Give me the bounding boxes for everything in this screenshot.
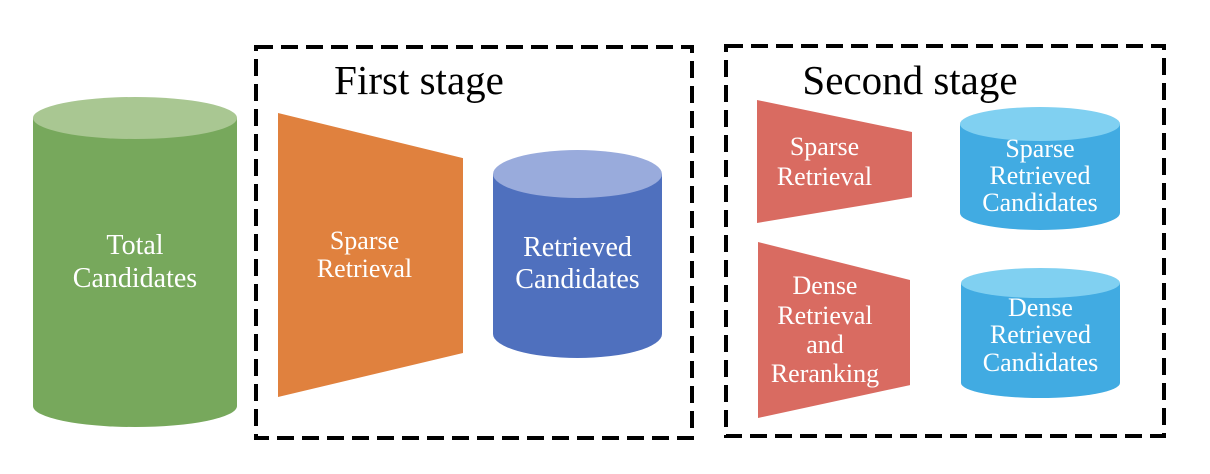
first-stage-outline — [254, 45, 694, 440]
first-stage-sparse-retrieval-funnel: Sparse Retrieval — [278, 113, 463, 397]
dense-retrieval-reranking-funnel: Dense Retrieval and Reranking — [758, 242, 910, 418]
cylinder-body — [960, 124, 1120, 230]
sparse-retrieval-label: Sparse Retrieval — [316, 225, 413, 283]
retrieved-candidates-label: Retrieved Candidates — [515, 232, 640, 295]
cylinder-body — [33, 118, 237, 427]
total-candidates-cylinder: Total Candidates — [33, 97, 237, 427]
second-stage-outline — [724, 44, 1166, 438]
dense-retrieved-candidates-label: Dense Retrieved Candidates — [982, 293, 1099, 377]
cylinder-top-face — [33, 97, 237, 139]
second-stage-title: Second stage — [802, 57, 1018, 103]
second-stage-sparse-retrieval-funnel: Sparse Retrieval — [757, 100, 912, 223]
cylinder-top-face — [960, 107, 1120, 141]
cylinder-body — [493, 174, 662, 358]
cylinder-top-face — [493, 150, 662, 198]
sparse-retrieved-candidates-label: Sparse Retrieved Candidates — [982, 133, 1098, 218]
sparse-retrieved-candidates-cylinder: Sparse Retrieved Candidates — [960, 107, 1120, 230]
sparse-retrieval-label: Sparse Retrieval — [776, 131, 873, 191]
dense-retrieved-candidates-cylinder: Dense Retrieved Candidates — [961, 268, 1120, 398]
dense-retrieval-reranking-label: Dense Retrieval and Reranking — [770, 271, 880, 389]
total-candidates-label: Total Candidates — [72, 229, 198, 294]
retrieved-candidates-cylinder: Retrieved Candidates — [493, 150, 662, 358]
cylinder-top-face — [961, 268, 1120, 298]
funnel-shape — [278, 113, 463, 397]
cylinder-body — [961, 283, 1120, 398]
first-stage-title: First stage — [334, 57, 504, 103]
